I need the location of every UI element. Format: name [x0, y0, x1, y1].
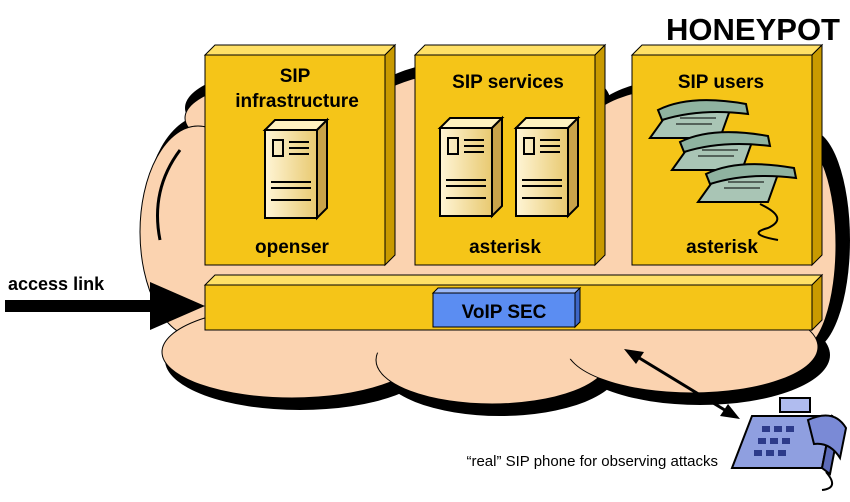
observer-phone-icon	[730, 397, 848, 491]
users-heading: SIP users	[678, 72, 764, 93]
diagram-title: HONEYPOT	[666, 12, 840, 47]
server-icon	[513, 115, 581, 219]
voip-sec-module	[432, 292, 576, 328]
voip-sec-label: VoIP SEC	[462, 302, 547, 323]
infrastructure-heading-line1: SIP	[280, 66, 311, 87]
observer-connection	[624, 349, 740, 419]
voip-bus	[203, 273, 824, 332]
phone-icon	[648, 99, 798, 241]
component-sip-infrastructure	[203, 43, 397, 267]
observer-phone-label: “real” SIP phone for observing attacks	[466, 453, 718, 470]
access-link-label: access link	[8, 274, 105, 294]
server-icon	[437, 115, 505, 219]
server-icon	[262, 117, 330, 221]
infrastructure-heading-line2: infrastructure	[235, 91, 359, 112]
services-heading: SIP services	[452, 72, 564, 93]
services-software: asterisk	[469, 237, 541, 258]
infrastructure-software: openser	[255, 237, 330, 258]
access-link-arrow	[5, 282, 205, 330]
component-sip-users	[630, 43, 824, 267]
users-software: asterisk	[686, 237, 758, 258]
cloud-edge	[156, 149, 182, 241]
